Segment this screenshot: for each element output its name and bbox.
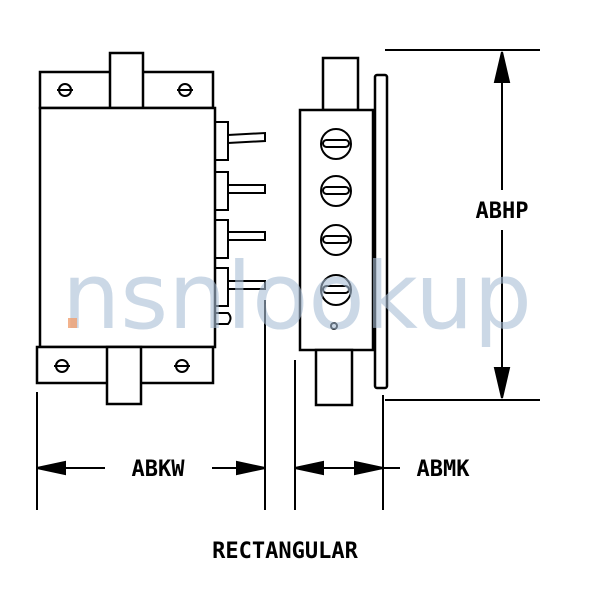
adjustment-knobs xyxy=(320,128,352,330)
watermark-dot xyxy=(68,318,77,328)
terminals xyxy=(214,121,266,325)
front-view xyxy=(35,51,266,406)
width-label: ABKW xyxy=(132,457,186,482)
watermark: nsnlookup xyxy=(62,243,532,350)
dimension-lines xyxy=(36,49,540,510)
height-label: ABHP xyxy=(476,199,529,224)
screw-icons xyxy=(54,83,193,373)
side-view xyxy=(298,56,389,407)
caption: RECTANGULAR xyxy=(212,539,358,564)
depth-label: ABMK xyxy=(417,457,471,482)
